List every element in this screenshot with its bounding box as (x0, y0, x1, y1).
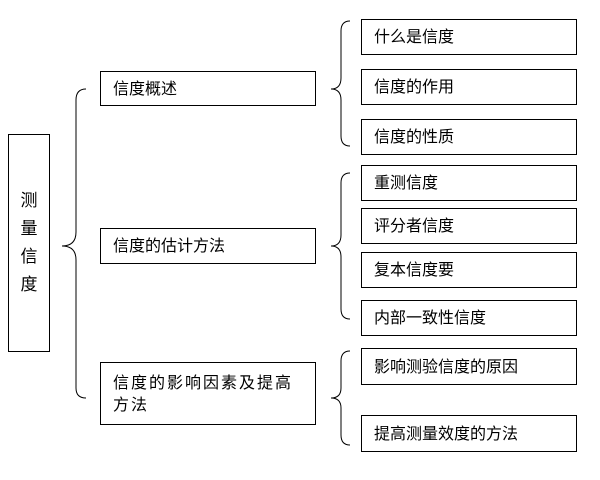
branch-label: 信度的估计方法 (113, 236, 226, 255)
leaf-node: 重测信度 (361, 165, 577, 201)
leaf-node: 信度的作用 (361, 69, 577, 105)
branch-node-factors: 信度的影响因素及提高方法 (100, 362, 316, 425)
leaf-node: 影响测验信度的原因 (361, 348, 577, 385)
leaf-node: 复本信度要 (361, 252, 577, 288)
branch-node-overview: 信度概述 (100, 71, 316, 106)
branch3-brace (330, 350, 351, 446)
leaf-node: 评分者信度 (361, 208, 577, 244)
branch-node-estimation: 信度的估计方法 (100, 228, 316, 264)
leaf-node: 信度的性质 (361, 119, 577, 155)
root-node-label: 测量信度 (20, 191, 38, 295)
leaf-label: 提高测量效度的方法 (374, 423, 519, 443)
leaf-label: 复本信度要 (374, 260, 455, 279)
branch1-brace (330, 20, 351, 147)
branch2-brace (330, 172, 351, 320)
leaf-label: 信度的性质 (374, 127, 455, 146)
leaf-label: 内部一致性信度 (374, 308, 487, 327)
leaf-node: 提高测量效度的方法 (361, 415, 577, 452)
leaf-label: 信度的作用 (374, 77, 455, 96)
leaf-label: 评分者信度 (374, 216, 455, 235)
branch-label: 信度概述 (113, 78, 178, 98)
root-node: 测量信度 (8, 134, 50, 352)
leaf-label: 影响测验信度的原因 (374, 356, 519, 376)
branch-label: 信度的影响因素及提高方法 (113, 372, 294, 414)
root-brace (61, 88, 87, 399)
leaf-node: 内部一致性信度 (361, 300, 577, 336)
leaf-label: 重测信度 (374, 173, 439, 192)
leaf-label: 什么是信度 (374, 27, 455, 46)
leaf-node: 什么是信度 (361, 19, 577, 55)
